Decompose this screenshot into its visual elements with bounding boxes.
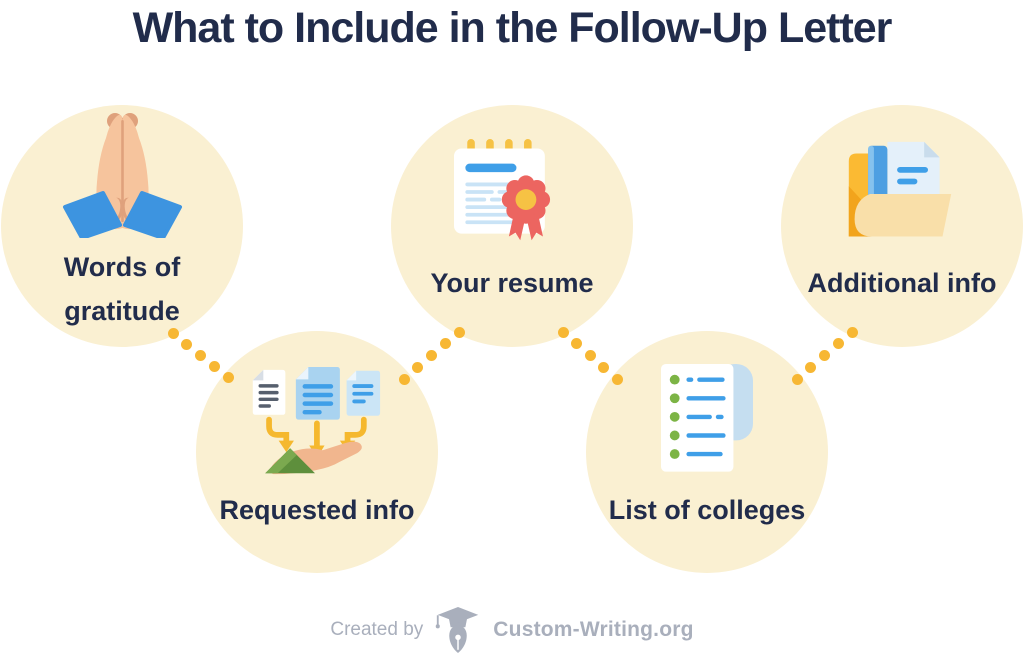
step-circle-your-resume: Your resume: [391, 105, 633, 347]
connector-dot: [571, 338, 582, 350]
connector-dot: [208, 360, 220, 372]
step-circle-list-of-colleges: List of colleges: [586, 331, 828, 573]
connector-dot: [181, 338, 193, 350]
connector-dot: [557, 326, 569, 338]
connector-dot: [611, 373, 623, 385]
step-label: Words of gratitude: [63, 252, 181, 326]
step-label: Requested info: [219, 495, 415, 525]
connector-dot: [791, 373, 803, 385]
connector-dot: [805, 361, 817, 373]
brand-name: Custom-Writing.org: [493, 618, 694, 641]
connector-dot: [584, 350, 596, 361]
connector-dot: [222, 371, 234, 383]
step-circle-words-of-gratitude: Words of gratitude: [1, 105, 243, 347]
connector-dot: [453, 326, 465, 338]
checklist-page-icon: [661, 364, 753, 472]
documents-into-hand-icon: [252, 366, 381, 475]
page-title: What to Include in the Follow-Up Letter: [132, 4, 893, 52]
connector-dot: [426, 350, 437, 361]
step-label: Additional info: [807, 268, 997, 298]
connector-dot: [832, 338, 844, 350]
step-label: List of colleges: [608, 495, 806, 525]
step-label: Your resume: [430, 268, 594, 298]
connector-dot: [439, 338, 451, 350]
connector-dot: [398, 373, 410, 385]
folder-with-documents-icon: [848, 141, 952, 237]
connector-dot: [195, 349, 206, 361]
connector-dot: [412, 361, 424, 373]
footer: Created by Custom-Writing.org: [0, 604, 1024, 656]
connector-dot: [846, 326, 858, 338]
resume-with-award-icon: [454, 139, 551, 241]
connector-dot: [819, 350, 830, 361]
connector-dot: [598, 361, 609, 373]
praying-hands-icon: [63, 113, 182, 238]
step-circle-additional-info: Additional info: [781, 105, 1023, 347]
step-circle-requested-info: Requested info: [196, 331, 438, 573]
connector-dot: [167, 327, 179, 339]
created-by-text: Created by: [330, 619, 424, 640]
graduation-cap-pen-nib-icon: [436, 607, 479, 653]
